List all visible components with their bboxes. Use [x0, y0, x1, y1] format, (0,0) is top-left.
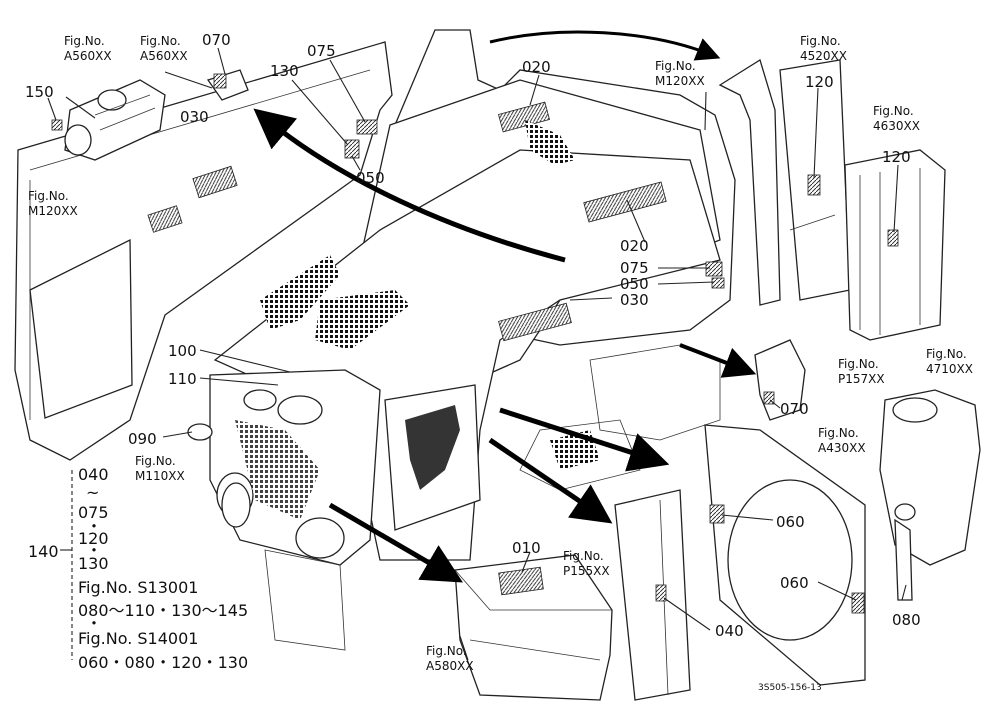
leader-lines	[47, 47, 907, 661]
callout-060-a: 060	[776, 513, 805, 531]
arrow-to-bracket	[679, 343, 757, 378]
legend-line-3: 075	[78, 503, 109, 522]
callout-075-mid: 075	[620, 259, 649, 277]
fig-ref-panel-4520: Fig.No.4520XX	[800, 34, 847, 63]
coolant-tank	[879, 389, 981, 601]
callout-075-top: 075	[307, 42, 336, 60]
fig-ref-tank-4710: Fig.No.4710XX	[926, 347, 973, 376]
arrow-to-battery	[328, 502, 463, 583]
front-lower	[187, 423, 346, 651]
label-hood-left	[147, 205, 183, 233]
fig-ref-panel-4630: Fig.No.4630XX	[873, 104, 920, 133]
callout-030-left: 030	[180, 108, 209, 126]
fig-ref-panel-p155: Fig.No.P155XX	[563, 549, 610, 578]
label-075-mid	[705, 261, 723, 277]
callout-120-a: 120	[805, 73, 834, 91]
label-030-left	[192, 165, 238, 199]
label-075-top	[356, 119, 378, 135]
callout-020-top: 020	[522, 58, 551, 76]
fig-ref-starter-1: Fig.No.A560XX	[64, 34, 112, 63]
callout-050-mid: 050	[620, 275, 649, 293]
legend-line-11: Fig.No. S14001	[78, 629, 198, 648]
legend-line-10: ・	[86, 614, 102, 633]
engine-area	[519, 344, 721, 491]
callout-070-right: 070	[780, 400, 809, 418]
hood-assembly	[209, 29, 736, 566]
arrow-to-exhaust	[489, 30, 721, 61]
legend-140: 140 040 ~ 075 ・ 120 ・ 130 Fig.No. S13001…	[28, 465, 248, 672]
legend-line-1: 040	[78, 465, 109, 484]
legend-line-12: 060・080・120・130	[78, 653, 248, 672]
legend-line-8: Fig.No. S13001	[78, 578, 198, 597]
starter-motor	[51, 79, 166, 161]
arrow-to-panel	[488, 437, 613, 524]
callout-130-top: 130	[270, 62, 299, 80]
legend-line-5: 120	[78, 529, 109, 548]
label-040	[655, 584, 667, 602]
drawing-code: 3S505-156-13	[758, 683, 822, 693]
arrow-to-top-left	[253, 108, 566, 263]
fig-ref-shroud-a430: Fig.No.A430XX	[818, 426, 866, 455]
legend-line-6: ・	[86, 541, 102, 560]
fig-ref-bracket-p157: Fig.No.P157XX	[838, 357, 885, 386]
side-cover	[844, 149, 946, 341]
callout-110: 110	[168, 370, 197, 388]
figure-references: Fig.No.A560XX Fig.No.A560XX Fig.No.M120X…	[28, 34, 973, 673]
legend-140-label: 140	[28, 542, 59, 561]
arrow-to-shroud	[499, 407, 670, 472]
label-030-mid	[498, 302, 572, 342]
callout-050-top: 050	[356, 169, 385, 187]
fig-ref-starter-2: Fig.No.A560XX	[140, 34, 188, 63]
fig-ref-hood-top: Fig.No.M120XX	[655, 59, 705, 88]
callout-030-mid: 030	[620, 291, 649, 309]
legend-line-7: 130	[78, 554, 109, 573]
callout-150: 150	[25, 83, 54, 101]
label-050-mid	[711, 277, 725, 289]
fig-ref-hood-left: Fig.No.M120XX	[28, 189, 78, 218]
callout-010: 010	[512, 539, 541, 557]
label-050-top	[344, 139, 360, 159]
part-callouts: 150 030 070 075 130 050 020 120 120 020 …	[25, 31, 921, 640]
flow-arrows	[253, 30, 757, 583]
label-010	[498, 566, 544, 596]
callout-060-b: 060	[780, 574, 809, 592]
bracket-p157	[754, 339, 806, 421]
callout-120-b: 120	[882, 148, 911, 166]
label-070-top	[213, 73, 227, 89]
side-panel-p155	[614, 489, 691, 701]
callout-020-mid: 020	[620, 237, 649, 255]
fig-ref-battery-a580: Fig.No.A580XX	[426, 644, 474, 673]
label-060-a	[709, 504, 725, 524]
exhaust-panel	[718, 58, 851, 306]
legend-line-9: 080～110・130～145	[78, 601, 248, 620]
callout-040: 040	[715, 622, 744, 640]
label-150	[51, 119, 63, 131]
label-060-b	[851, 592, 865, 614]
label-120-b	[887, 229, 899, 247]
callout-100: 100	[168, 342, 197, 360]
callout-070-top: 070	[202, 31, 231, 49]
label-020-mid	[583, 181, 667, 223]
legend-line-4: ・	[86, 517, 102, 536]
fig-ref-grille-m110: Fig.No.M110XX	[135, 454, 185, 483]
legend-line-2: ~	[86, 483, 99, 502]
bracket-070-top	[206, 69, 249, 101]
callout-090: 090	[128, 430, 157, 448]
label-070-right	[763, 391, 775, 405]
fig-ref-starter-1-code: A560XX	[64, 49, 112, 63]
battery	[454, 554, 613, 701]
fan-shroud	[704, 424, 866, 686]
callout-080: 080	[892, 611, 921, 629]
